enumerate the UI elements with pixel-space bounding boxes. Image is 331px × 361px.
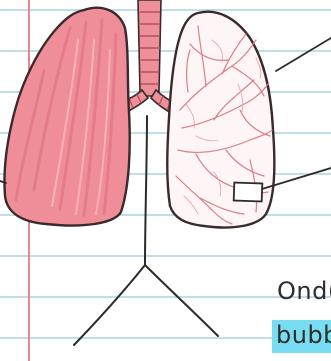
right-lung [167, 12, 274, 228]
caption-text-line-2-highlighted: bubb [272, 320, 331, 353]
trachea [138, 0, 161, 96]
stick-figure-spine [145, 116, 147, 265]
stick-figure-right-leg [145, 265, 218, 336]
stick-figure-left-leg [74, 265, 145, 345]
alveoli-zoom-box [234, 183, 263, 202]
leader-line-top-right [276, 38, 331, 71]
caption-text-line-1: Ond( [277, 277, 331, 305]
left-lung [4, 8, 129, 226]
